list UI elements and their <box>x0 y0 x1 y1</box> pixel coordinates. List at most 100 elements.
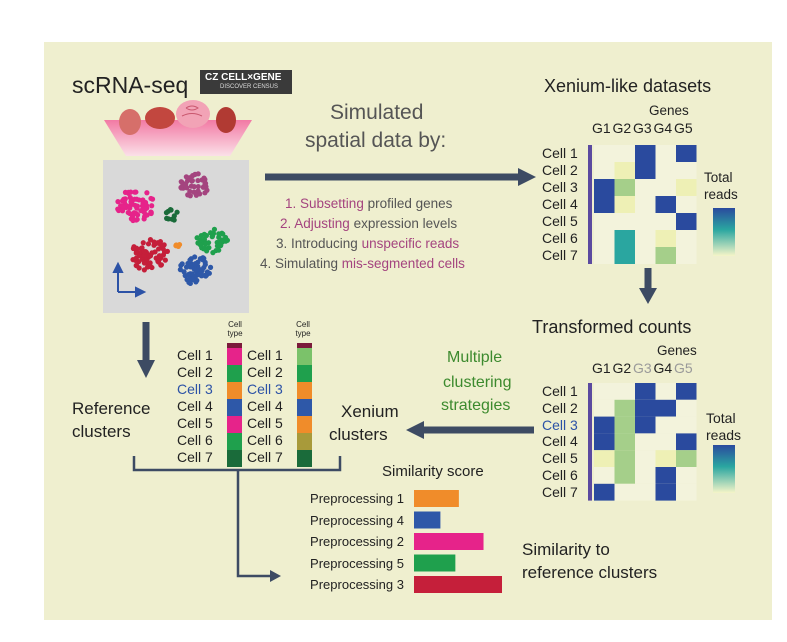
umap-point <box>187 193 193 199</box>
cell-type-swatch <box>297 416 312 433</box>
heatmap-cell <box>655 416 676 434</box>
umap-point <box>130 217 136 224</box>
umap-point <box>144 212 150 218</box>
gene-header: G5 <box>674 360 693 376</box>
umap-point <box>195 177 201 184</box>
heatmap-cell <box>614 145 635 162</box>
simulated-line1: Simulated <box>330 101 424 124</box>
umap-point <box>207 264 214 270</box>
heatmap-cell <box>676 383 697 400</box>
total-reads-2a: Total <box>706 410 736 426</box>
umap-point <box>122 189 129 195</box>
umap-point <box>142 206 149 212</box>
cell-label: Cell 1 <box>542 145 578 161</box>
arrows <box>137 168 657 439</box>
umap-point <box>186 276 192 282</box>
heatmap-cell <box>676 179 697 196</box>
bracket-connector <box>132 456 342 578</box>
cell-label: Cell 1 <box>247 347 283 363</box>
cell-type-label-a: Cell type <box>227 320 243 338</box>
umap-point <box>127 194 133 201</box>
organ-icons <box>119 100 236 135</box>
cell-label: Cell 5 <box>177 415 213 431</box>
heatmap-cell <box>655 399 676 417</box>
umap-point <box>133 211 139 217</box>
umap-point <box>193 267 199 273</box>
umap-point <box>128 199 134 205</box>
umap-axes-icon <box>112 261 147 298</box>
gene-header: G1 <box>592 360 611 376</box>
heatmap-cell <box>594 433 615 451</box>
heatmap-cell <box>676 467 697 484</box>
cell-label: Cell 1 <box>542 383 578 399</box>
bar-label: Preprocessing 5 <box>310 555 404 571</box>
heatmap-cell <box>594 383 615 400</box>
umap-point <box>205 240 212 246</box>
heatmap-cell <box>655 145 676 162</box>
heatmap-cell <box>676 145 697 162</box>
umap-point <box>164 215 170 221</box>
heatmap-cell <box>655 196 676 213</box>
heatmap-cell <box>614 162 635 179</box>
cell-label: Cell 4 <box>542 433 578 450</box>
umap-point <box>202 190 208 196</box>
simulated-line2: spatial data by: <box>305 129 447 152</box>
heatmap-cell <box>614 483 635 501</box>
cell-label: Cell 7 <box>177 449 213 465</box>
reference-clusters-line1: Reference <box>72 399 151 418</box>
umap-point <box>149 203 155 209</box>
umap-point <box>127 205 133 211</box>
cell-label: Cell 2 <box>542 399 578 416</box>
umap-point <box>203 272 210 278</box>
umap-point <box>157 241 163 247</box>
heatmap-cell <box>594 467 615 484</box>
umap-point <box>171 213 177 219</box>
heatmap-cell <box>614 450 635 467</box>
heatmap-row-bar <box>588 383 592 501</box>
bar-label: Preprocessing 3 <box>310 577 404 592</box>
umap-point <box>198 269 204 276</box>
cell-label: Cell 5 <box>542 450 578 467</box>
heatmap-cell <box>655 247 676 264</box>
umap-point <box>120 203 126 210</box>
umap-point <box>218 242 224 248</box>
umap-point <box>182 273 188 279</box>
cell-type-swatch <box>297 450 312 467</box>
umap-point <box>201 175 207 181</box>
umap-point <box>130 245 137 252</box>
cell-type-strips <box>227 343 312 467</box>
heatmap-cell <box>614 230 635 247</box>
umap-point <box>185 177 191 184</box>
heatmap-cell <box>635 383 656 400</box>
cell-label: Cell 3 <box>542 416 578 433</box>
bar-label: Preprocessing 4 <box>310 512 404 528</box>
heatmap-cell <box>676 162 697 179</box>
umap-points <box>115 171 231 287</box>
strategies-line3: strategies <box>441 397 511 414</box>
cell-type-swatch <box>227 433 242 450</box>
heatmap-cell <box>635 399 656 417</box>
gene-header: G2 <box>612 360 632 376</box>
umap-point <box>134 216 140 223</box>
similarity-note-1: Similarity to <box>522 540 610 559</box>
total-reads-1a: Total <box>704 170 733 185</box>
cell-label: Cell 7 <box>542 483 578 500</box>
cell-label: Cell 2 <box>247 364 283 380</box>
scrna-title: scRNA-seq <box>72 72 189 98</box>
heatmap-cell <box>655 213 676 230</box>
heatmap-cell <box>614 433 635 451</box>
umap-point <box>136 265 142 271</box>
umap-point <box>220 231 226 237</box>
strategies-line1: Multiple <box>447 349 503 366</box>
umap-point <box>148 195 154 202</box>
umap-point <box>202 245 208 252</box>
cell-type-swatch <box>227 382 242 399</box>
heatmap-cell <box>676 213 697 230</box>
cell-type-swatch <box>227 348 242 365</box>
heatmap-cell <box>655 230 676 247</box>
umap-point <box>164 248 171 254</box>
umap-point <box>201 184 207 190</box>
umap-point <box>192 171 198 177</box>
heatmap-cell <box>635 433 656 451</box>
umap-point <box>189 271 195 277</box>
